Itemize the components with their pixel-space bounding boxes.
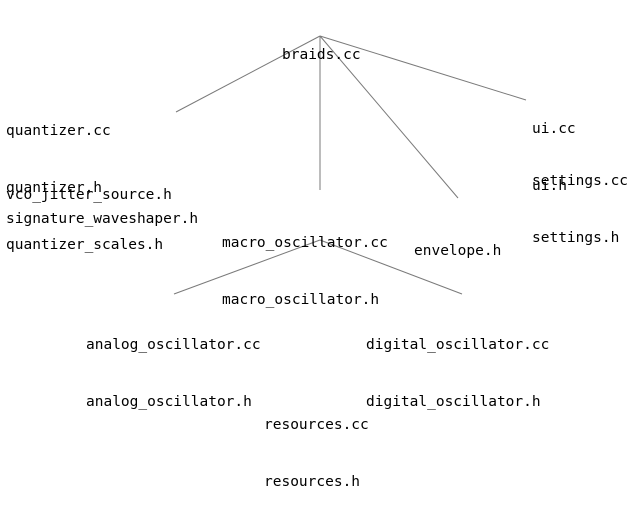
node-analog-oscillator: analog_oscillator.cc analog_oscillator.h	[86, 298, 261, 450]
file-resources-h: resources.h	[264, 474, 361, 490]
file-settings-h: settings.h	[532, 230, 620, 246]
file-quantizer-cc: quantizer.cc	[6, 123, 111, 139]
file-analog-oscillator-h: analog_oscillator.h	[86, 394, 252, 410]
file-digital-oscillator-h: digital_oscillator.h	[366, 394, 541, 410]
file-quantizer-scales-h: quantizer_scales.h	[6, 237, 164, 253]
file-envelope-h: envelope.h	[414, 243, 502, 259]
edge-macro-to-digital-oscillator	[319, 239, 463, 295]
diagram-edges	[173, 35, 527, 295]
node-quantizer-group: quantizer.cc quantizer.h quantizer_scale…	[6, 84, 163, 293]
file-vco-jitter-source-h: vco_jitter_source.h	[6, 187, 172, 203]
edge-braids-to-ui	[319, 35, 527, 101]
node-macro-oscillator: macro_oscillator.cc macro_oscillator.h	[222, 196, 388, 348]
node-braids: braids.cc	[282, 8, 361, 103]
dependency-diagram: braids.cc quantizer.cc quantizer.h quant…	[6, 8, 628, 490]
node-digital-oscillator: digital_oscillator.cc digital_oscillator…	[366, 298, 549, 450]
file-macro-oscillator-h: macro_oscillator.h	[222, 292, 380, 308]
node-envelope: envelope.h	[414, 204, 501, 299]
node-resources: resources.cc resources.h	[264, 378, 369, 530]
file-resources-cc: resources.cc	[264, 417, 369, 433]
file-braids-cc: braids.cc	[282, 47, 361, 63]
edge-braids-to-quantizer	[175, 35, 321, 113]
file-signature-waveshaper-h: signature_waveshaper.h	[6, 211, 199, 227]
file-analog-oscillator-cc: analog_oscillator.cc	[86, 337, 261, 353]
file-ui-cc: ui.cc	[532, 121, 576, 137]
file-settings-cc: settings.cc	[532, 173, 629, 189]
file-ui-h: ui.h	[532, 178, 567, 194]
node-settings: settings.cc settings.h	[532, 134, 628, 286]
edge-braids-to-envelope	[319, 35, 459, 199]
file-macro-oscillator-cc: macro_oscillator.cc	[222, 235, 388, 251]
file-digital-oscillator-cc: digital_oscillator.cc	[366, 337, 550, 353]
file-quantizer-h: quantizer.h	[6, 180, 103, 196]
node-ui: ui.cc ui.h	[532, 82, 576, 234]
node-vco-jitter-source: vco_jitter_source.h	[6, 148, 172, 243]
edge-macro-to-analog-oscillator	[173, 239, 321, 295]
node-signature-waveshaper: signature_waveshaper.h	[6, 172, 198, 267]
